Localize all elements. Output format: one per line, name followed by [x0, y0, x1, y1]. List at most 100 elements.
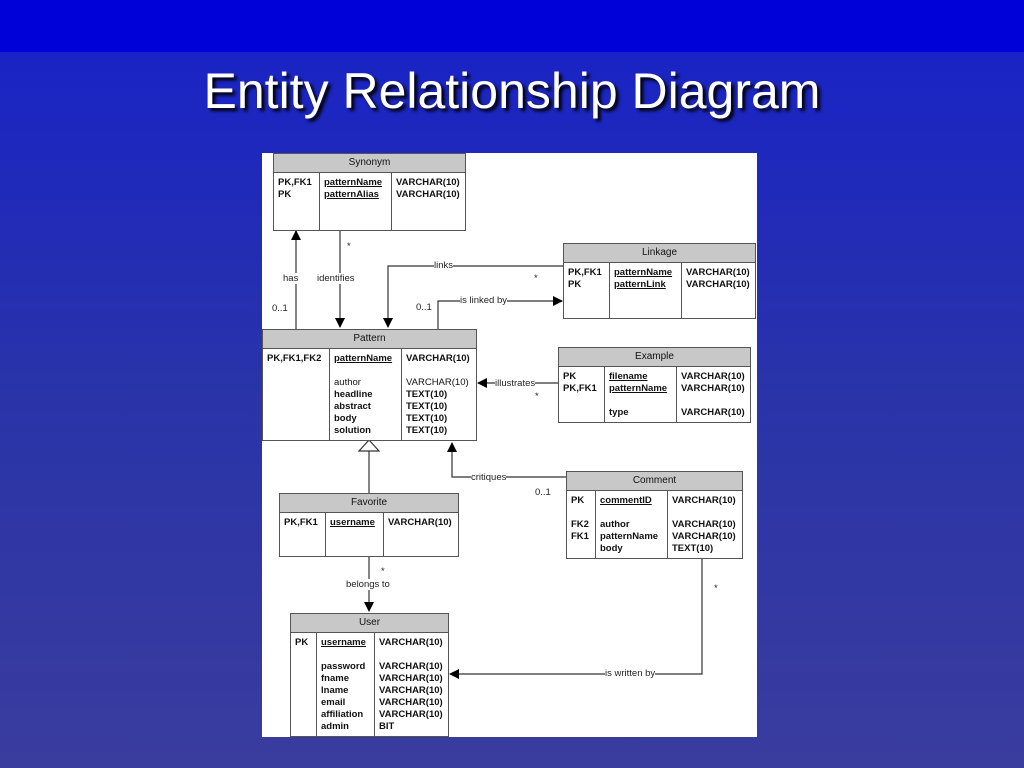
entity-title: Linkage [564, 244, 755, 263]
critiques-line [447, 442, 566, 478]
field-type: VARCHAR(10) [681, 407, 745, 418]
has-cardinality: 0..1 [272, 303, 288, 314]
entity-title: Pattern [263, 330, 476, 349]
field-name: admin [321, 721, 349, 732]
field-type: VARCHAR(10) [681, 383, 745, 394]
field-type: TEXT(10) [406, 425, 448, 436]
critiques-label: critiques [471, 472, 507, 483]
field-type: VARCHAR(10) [672, 495, 736, 506]
illustrates-label: illustrates [495, 378, 536, 389]
is-written-by-label: is written by [605, 668, 656, 679]
field-name: headline [334, 389, 373, 400]
key-label: PK [295, 637, 309, 648]
field-name: patternName [614, 267, 673, 278]
field-type: VARCHAR(10) [686, 279, 750, 290]
key-label: PK [568, 279, 582, 290]
identifies-cardinality: * [347, 241, 351, 252]
belongs-to-label: belongs to [346, 579, 390, 590]
entity-title: User [291, 614, 448, 633]
is-written-by-line [449, 559, 703, 679]
has-label: has [283, 273, 299, 284]
field-name: body [600, 543, 623, 554]
field-type: VARCHAR(10) [388, 517, 452, 528]
field-name: email [321, 697, 346, 708]
identifies-label: identifies [317, 273, 355, 284]
field-type: TEXT(10) [672, 543, 714, 554]
entity-comment: Comment PK FK2 FK1 commentID author patt… [566, 471, 743, 559]
links-line [383, 265, 564, 328]
is-linked-by-cardinality: 0..1 [416, 302, 432, 313]
field-name: author [600, 519, 630, 530]
field-name: username [330, 517, 375, 528]
field-type: VARCHAR(10) [406, 377, 469, 388]
links-cardinality: * [534, 273, 538, 284]
diagram-canvas: has 0..1 identifies * links * is linked … [262, 153, 757, 737]
field-name: filename [609, 371, 648, 382]
field-type: VARCHAR(10) [379, 685, 443, 696]
field-name: type [609, 407, 629, 418]
inheritance-triangle [357, 439, 381, 452]
field-type: VARCHAR(10) [406, 353, 470, 364]
key-label: FK1 [571, 531, 589, 542]
key-label: PK,FK1 [284, 517, 318, 528]
links-label: links [434, 260, 454, 271]
key-label: PK,FK1 [568, 267, 602, 278]
field-name: body [334, 413, 357, 424]
key-label: PK [563, 371, 577, 382]
field-type: VARCHAR(10) [672, 531, 736, 542]
entity-example: Example PK PK,FK1 filename patternName t… [558, 347, 751, 423]
is-written-by-cardinality: * [714, 583, 718, 594]
entity-synonym: Synonym PK,FK1 PK patternName patternAli… [273, 153, 466, 231]
field-type: VARCHAR(10) [379, 661, 443, 672]
field-name: commentID [600, 495, 652, 506]
is-linked-by-line [437, 296, 563, 329]
title-bar [0, 0, 1024, 52]
entity-linkage: Linkage PK,FK1 PK patternName patternLin… [563, 243, 756, 319]
field-name: patternName [600, 531, 659, 542]
field-type: BIT [379, 721, 395, 732]
entity-title: Example [559, 348, 750, 367]
field-type: VARCHAR(10) [686, 267, 750, 278]
illustrates-cardinality: * [535, 391, 539, 402]
field-name: solution [334, 425, 371, 436]
field-type: TEXT(10) [406, 413, 448, 424]
field-type: VARCHAR(10) [379, 637, 443, 648]
field-type: VARCHAR(10) [672, 519, 736, 530]
field-name: password [321, 661, 366, 672]
critiques-cardinality: 0..1 [535, 487, 551, 498]
field-name: author [334, 377, 361, 388]
field-type: TEXT(10) [406, 401, 448, 412]
field-type: VARCHAR(10) [681, 371, 745, 382]
key-label: PK,FK1 [278, 177, 312, 188]
key-label: PK,FK1 [563, 383, 597, 394]
field-name: patternName [334, 353, 393, 364]
field-name: patternName [324, 177, 383, 188]
key-label: FK2 [571, 519, 589, 530]
field-type: VARCHAR(10) [379, 697, 443, 708]
field-type: TEXT(10) [406, 389, 448, 400]
entity-title: Synonym [274, 154, 465, 173]
entity-title: Favorite [280, 494, 458, 513]
field-name: patternAlias [324, 189, 379, 200]
key-label: PK [278, 189, 292, 200]
field-name: patternName [609, 383, 668, 394]
field-name: fname [321, 673, 349, 684]
entity-title: Comment [567, 472, 742, 491]
field-type: VARCHAR(10) [379, 709, 443, 720]
field-name: abstract [334, 401, 371, 412]
slide-title: Entity Relationship Diagram [203, 63, 821, 119]
belongs-to-cardinality: * [381, 566, 385, 577]
field-name: username [321, 637, 366, 648]
entity-user: User PK username password fname lname em… [290, 613, 449, 737]
field-name: patternLink [614, 279, 666, 290]
entity-favorite: Favorite PK,FK1 username VARCHAR(10) [279, 493, 459, 557]
entity-pattern: Pattern PK,FK1,FK2 patternName author he… [262, 329, 477, 441]
field-name: affiliation [321, 709, 364, 720]
key-label: PK [571, 495, 585, 506]
field-type: VARCHAR(10) [396, 189, 460, 200]
is-linked-by-label: is linked by [460, 295, 507, 306]
key-label: PK,FK1,FK2 [267, 353, 322, 364]
field-type: VARCHAR(10) [379, 673, 443, 684]
field-name: lname [321, 685, 349, 696]
field-type: VARCHAR(10) [396, 177, 460, 188]
